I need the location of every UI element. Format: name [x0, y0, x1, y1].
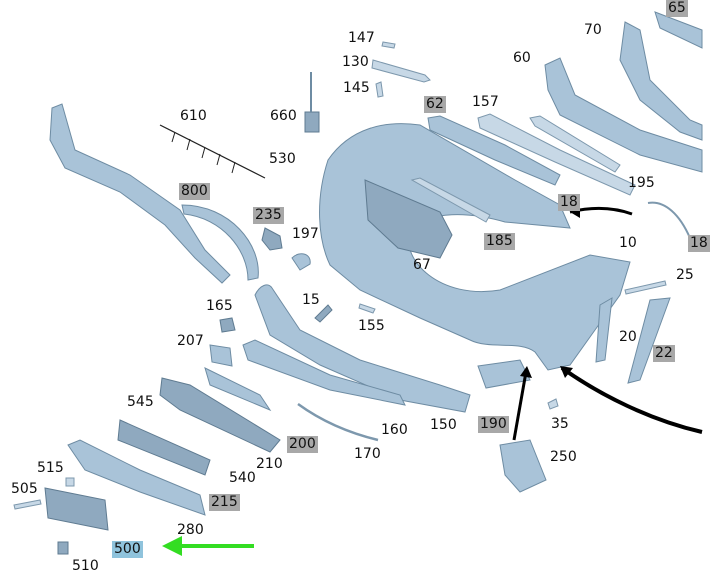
label-207: 207: [177, 333, 204, 349]
label-18: 18: [558, 194, 580, 211]
part-157-strip: [477, 113, 636, 196]
part-190-bracket: [477, 359, 531, 389]
part-195-strip: [529, 115, 621, 173]
part-145-pin: [375, 81, 384, 98]
part-22-trim: [627, 297, 671, 384]
label-160: 160: [381, 422, 408, 438]
part-170-strip: [297, 402, 379, 442]
label-157: 157: [472, 94, 499, 110]
label-235: 235: [253, 207, 284, 224]
label-200: 200: [287, 436, 318, 453]
label-185: 185: [484, 233, 515, 250]
label-67: 67: [413, 257, 431, 273]
label-660: 660: [270, 108, 297, 124]
part-210-insert: [204, 367, 272, 412]
part-15-bracket: [314, 304, 333, 323]
part-25-clip: [624, 280, 667, 295]
part-main-bumper-cover: [319, 123, 631, 371]
label-155: 155: [358, 318, 385, 334]
part-185-strip: [410, 177, 491, 223]
label-250: 250: [550, 449, 577, 465]
part-500-plate-holder: [44, 487, 109, 531]
part-165-clip: [219, 317, 236, 333]
part-235-bracket: [261, 227, 283, 251]
part-67-grille: [364, 179, 453, 259]
label-70: 70: [584, 22, 602, 38]
label-130: 130: [342, 54, 369, 70]
part-70-trim: [619, 21, 703, 141]
part-160-spoiler: [242, 339, 406, 406]
pointer-arrowhead-500: [162, 536, 182, 556]
label-35: 35: [551, 416, 569, 432]
part-18-hook: [647, 201, 691, 239]
part-610-wire-ties: [171, 131, 236, 174]
label-170: 170: [354, 446, 381, 462]
label-15: 15: [302, 292, 320, 308]
label-540: 540: [229, 470, 256, 486]
part-150-lower-bumper: [254, 284, 471, 413]
label-147: 147: [348, 30, 375, 46]
leader-arrowhead-190: [520, 366, 532, 378]
label-25: 25: [676, 267, 694, 283]
leader-arrow-190: [512, 371, 528, 441]
label-60: 60: [513, 50, 531, 66]
part-545-grille: [159, 377, 281, 453]
part-60-beam: [544, 57, 703, 173]
label-800: 800: [179, 183, 210, 200]
label-62: 62: [424, 96, 446, 113]
label-545: 545: [127, 394, 154, 410]
label-505: 505: [11, 481, 38, 497]
part-20-trim: [595, 297, 613, 363]
label-150: 150: [430, 417, 457, 433]
leader-arrowhead-main: [560, 366, 573, 378]
label-510: 510: [72, 558, 99, 574]
part-197-cap: [291, 253, 311, 271]
leader-arrow-main: [560, 366, 703, 434]
label-215: 215: [209, 494, 240, 511]
label-165: 165: [206, 298, 233, 314]
label-18-right: 18: [688, 235, 710, 252]
label-10: 10: [619, 235, 637, 251]
label-22: 22: [653, 345, 675, 362]
part-250-fog-frame: [499, 439, 547, 493]
label-210: 210: [256, 456, 283, 472]
label-65: 65: [666, 0, 688, 17]
part-515-clip: [65, 477, 75, 487]
part-left-sill: [49, 103, 231, 284]
part-215-trim: [67, 439, 206, 516]
part-130-strip: [371, 59, 431, 83]
part-540-grille: [117, 419, 211, 476]
label-195: 195: [628, 175, 655, 191]
part-660-sensor: [304, 111, 320, 133]
part-505-screw: [13, 499, 42, 510]
label-190: 190: [478, 416, 509, 433]
part-65-bracket: [654, 11, 703, 49]
part-610-wire: [159, 124, 266, 179]
part-207-bracket: [209, 344, 233, 367]
part-62-insert: [427, 115, 561, 186]
part-800-wheel-arch: [181, 204, 259, 281]
label-610: 610: [180, 108, 207, 124]
label-145: 145: [343, 80, 370, 96]
part-35-screw: [547, 398, 559, 410]
part-510-nut: [57, 541, 69, 555]
part-147-clip: [381, 41, 396, 49]
label-197: 197: [292, 226, 319, 242]
label-500: 500: [112, 541, 143, 558]
label-280: 280: [177, 522, 204, 538]
part-155-clip: [358, 303, 376, 314]
label-530: 530: [269, 151, 296, 167]
label-20: 20: [619, 329, 637, 345]
label-515: 515: [37, 460, 64, 476]
